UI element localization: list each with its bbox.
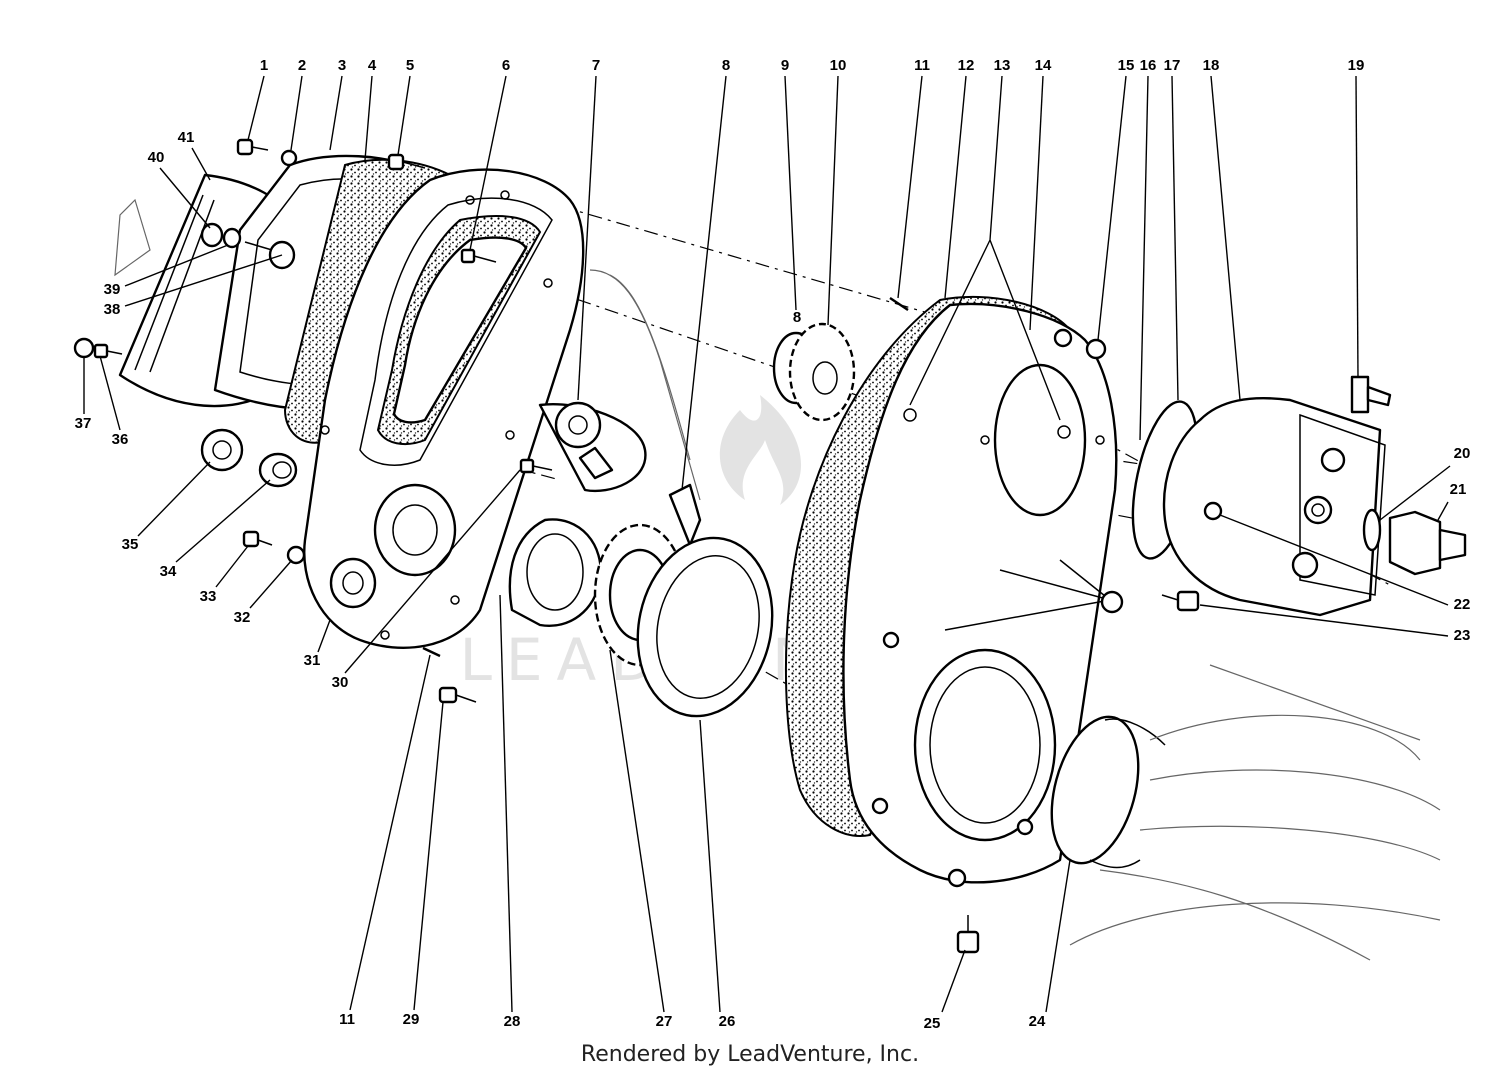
- callout-6: 6: [502, 57, 510, 74]
- callout-40: 40: [148, 149, 165, 166]
- callout-11: 11: [914, 57, 930, 74]
- callout-8: 8: [793, 309, 801, 326]
- callout-11: 11: [339, 1011, 355, 1028]
- callout-24: 24: [1029, 1013, 1046, 1030]
- part-15-nut: [1085, 338, 1107, 360]
- callout-37: 37: [75, 415, 92, 432]
- callout-25: 25: [924, 1015, 941, 1032]
- exploded-parts-diagram: LEADVENTURE: [73, 57, 1471, 1032]
- callout-7: 7: [592, 57, 600, 74]
- part-19-fitting: [1350, 375, 1392, 414]
- left-hardware: [73, 138, 553, 704]
- part-20-21-fitting: [1362, 508, 1467, 576]
- callout-21: 21: [1450, 481, 1467, 498]
- callout-3: 3: [338, 57, 346, 74]
- callout-2: 2: [298, 57, 306, 74]
- part-14-chain-case: [784, 295, 1124, 888]
- part-26-seal: [636, 536, 774, 718]
- part-24-sleeve: [1050, 715, 1166, 869]
- callout-5: 5: [406, 57, 414, 74]
- callout-16: 16: [1140, 57, 1157, 74]
- tine-rotor-sketch: [1069, 664, 1441, 961]
- callout-22: 22: [1454, 596, 1471, 613]
- part-28-plate: [508, 518, 602, 627]
- callout-12: 12: [958, 57, 975, 74]
- part-23-bolt: [1161, 590, 1200, 612]
- part-9-10-sprocket: [772, 322, 856, 422]
- callout-23: 23: [1454, 627, 1471, 644]
- callout-27: 27: [656, 1013, 673, 1030]
- part-11-pin: [889, 297, 909, 311]
- callout-35: 35: [122, 536, 139, 553]
- credit-text: Rendered by LeadVenture, Inc.: [580, 1042, 920, 1067]
- callout-1: 1: [260, 57, 268, 74]
- part-8-chain: [668, 483, 702, 547]
- callout-4: 4: [368, 57, 377, 74]
- leader-lines: [83, 75, 1451, 1013]
- part-7-tensioner: [538, 401, 647, 493]
- callout-13: 13: [994, 57, 1011, 74]
- callout-33: 33: [200, 588, 217, 605]
- part-18-gearbox: [1162, 397, 1386, 617]
- callout-8: 8: [722, 57, 730, 74]
- part-31-chain-case-cover: [303, 168, 585, 649]
- callout-29: 29: [403, 1011, 420, 1028]
- callout-32: 32: [234, 609, 251, 626]
- callout-28: 28: [504, 1013, 521, 1030]
- callout-30: 30: [332, 674, 349, 691]
- callout-17: 17: [1164, 57, 1181, 74]
- callout-26: 26: [719, 1013, 736, 1030]
- callout-9: 9: [781, 57, 789, 74]
- callout-31: 31: [304, 652, 321, 669]
- callout-10: 10: [830, 57, 847, 74]
- shield-sketch: [589, 269, 701, 501]
- callout-39: 39: [104, 281, 121, 298]
- callout-15: 15: [1118, 57, 1135, 74]
- callout-38: 38: [104, 301, 121, 318]
- callout-19: 19: [1348, 57, 1365, 74]
- callout-36: 36: [112, 431, 129, 448]
- part-25-bolt: [956, 915, 980, 954]
- callout-41: 41: [178, 129, 195, 146]
- callout-20: 20: [1454, 445, 1471, 462]
- callout-18: 18: [1203, 57, 1220, 74]
- callout-34: 34: [160, 563, 177, 580]
- callout-14: 14: [1035, 57, 1052, 74]
